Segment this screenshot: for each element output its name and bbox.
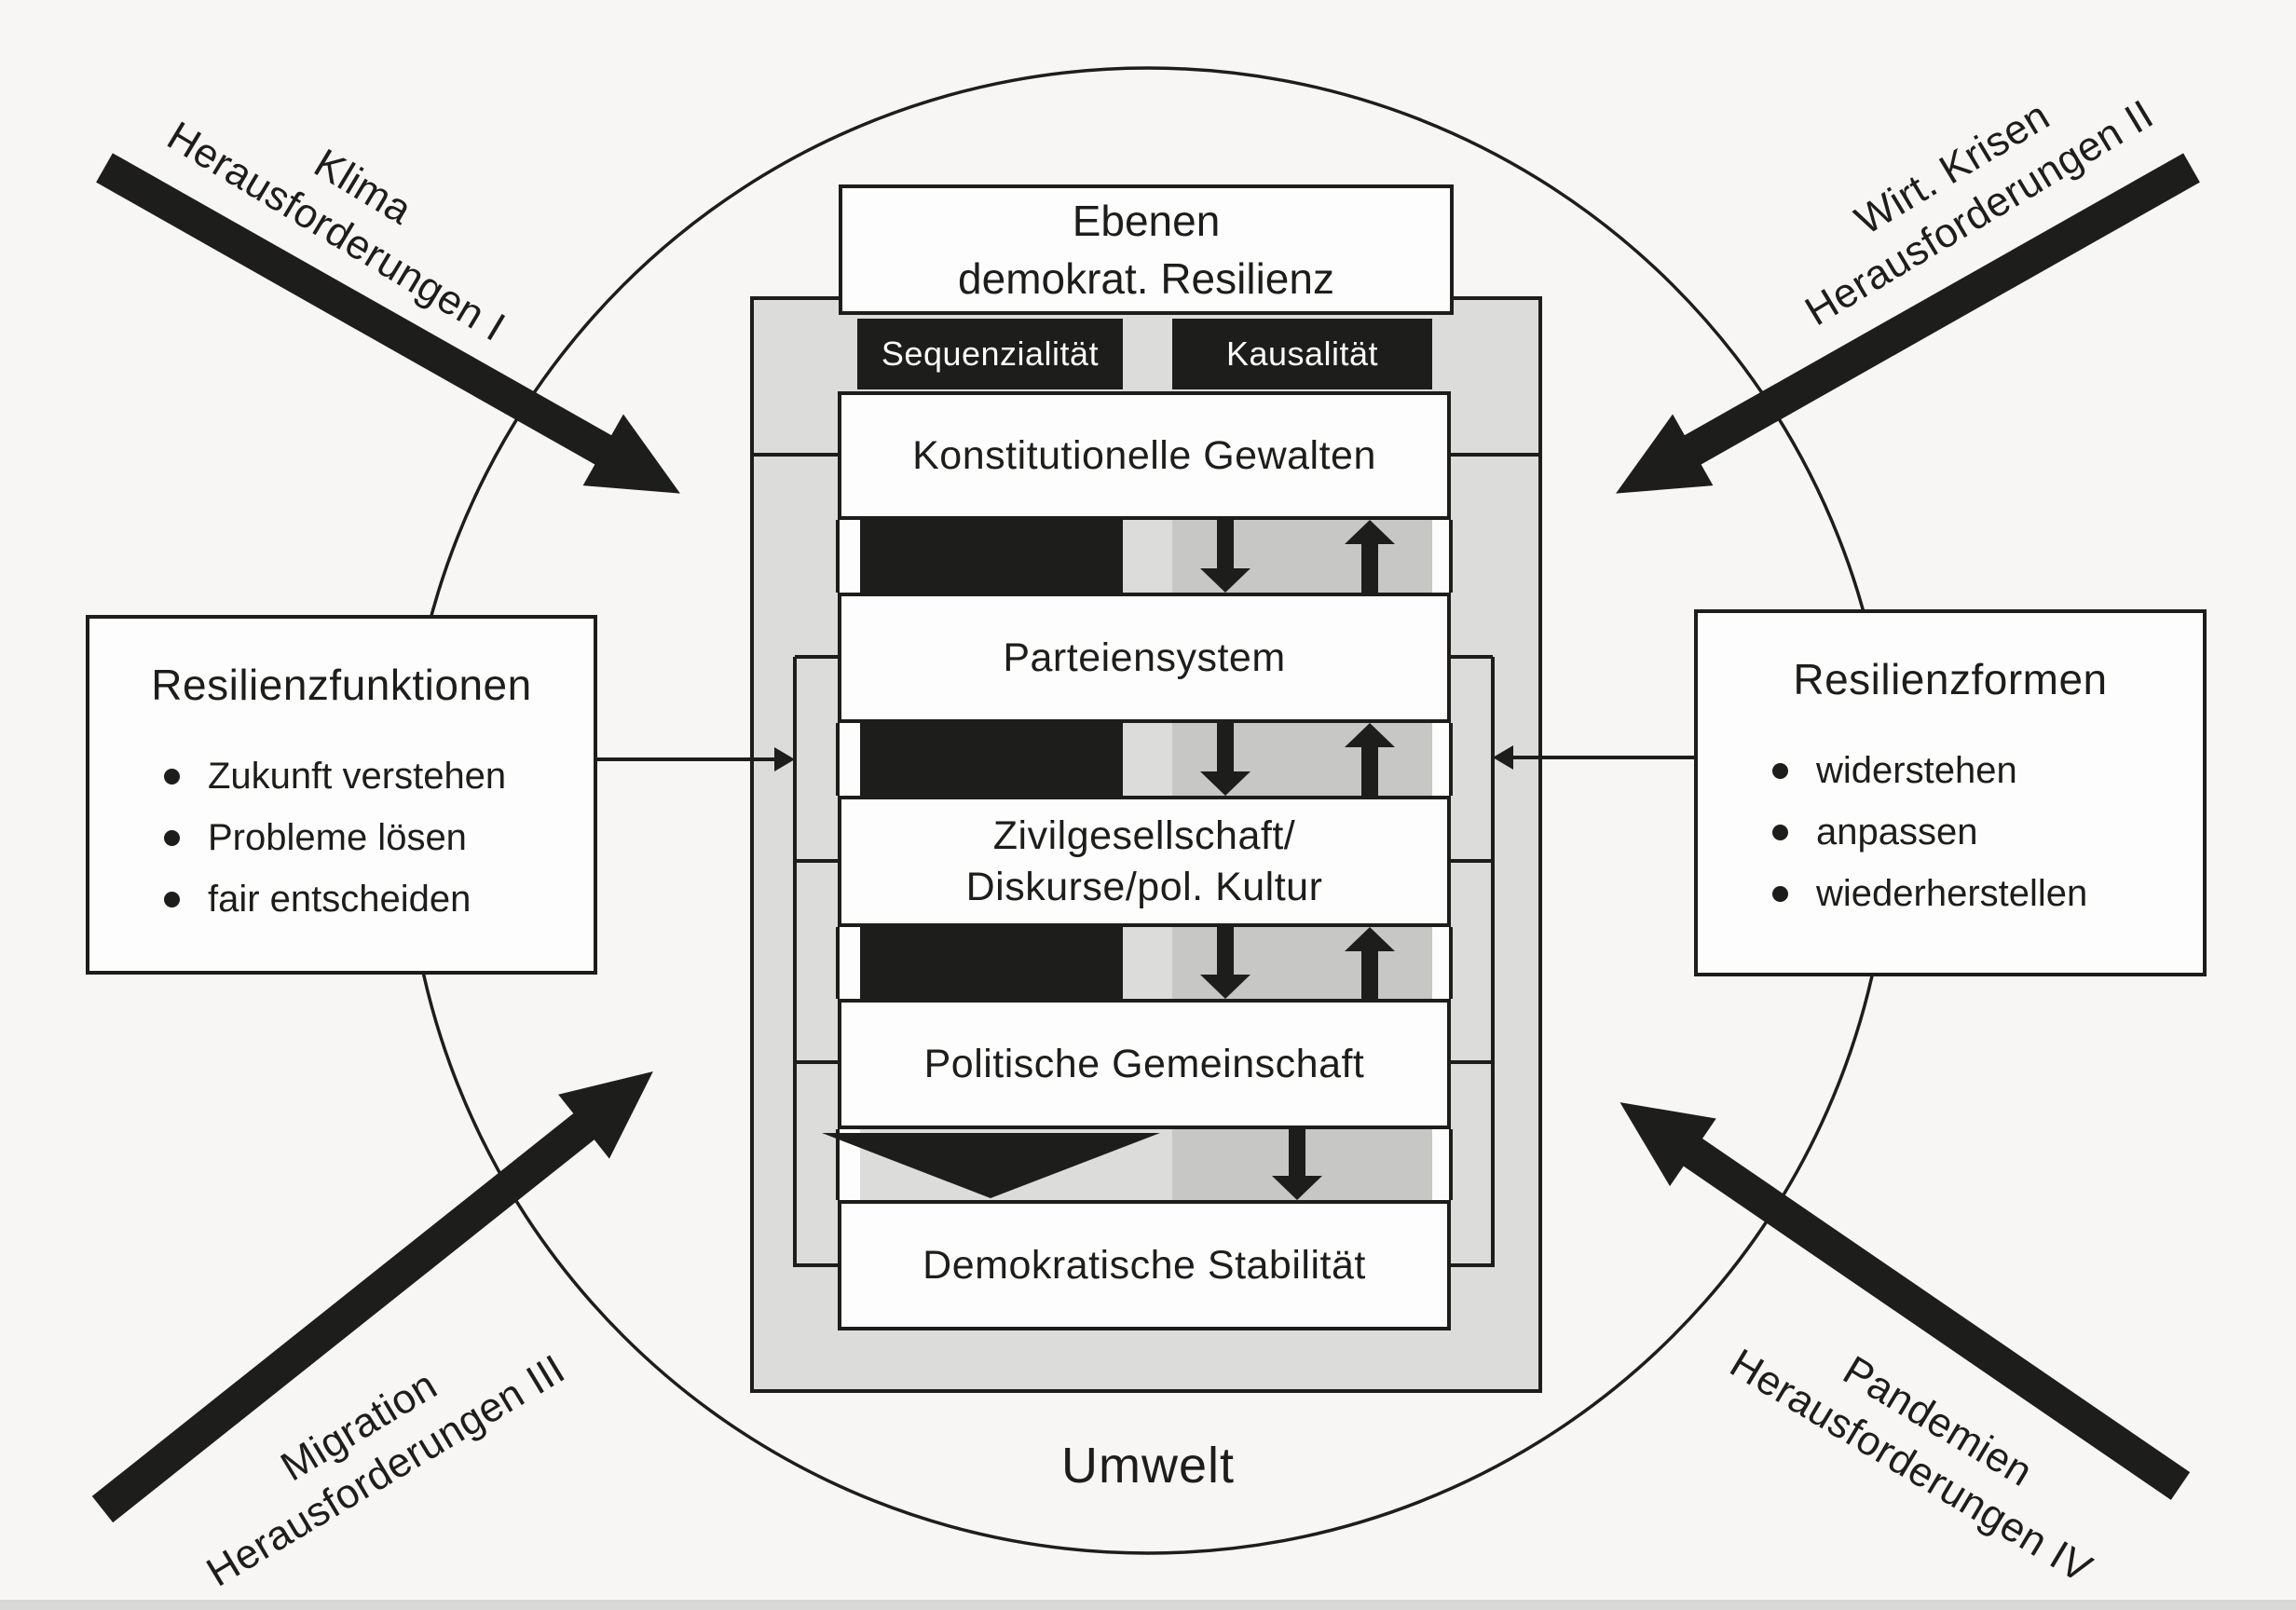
- sequence-band: [860, 520, 1123, 593]
- level-label: Diskurse/pol. Kultur: [965, 864, 1323, 909]
- sequence-band: [860, 927, 1123, 999]
- frame-stub: [1449, 1263, 1493, 1267]
- right-connector-line: [1496, 756, 1698, 759]
- scan-edge: [0, 1600, 2296, 1610]
- list-item-label: Zukunft verstehen: [208, 756, 507, 797]
- frame-stub: [1449, 1060, 1493, 1064]
- sequence-band: [860, 723, 1123, 796]
- bullet-icon: [1772, 824, 1788, 840]
- list-item: widerstehen: [1772, 740, 2203, 801]
- frame-stub: [795, 1263, 840, 1267]
- banner-kausalitaet: Kausalität: [1172, 319, 1432, 389]
- list-item-label: Probleme lösen: [208, 817, 467, 858]
- bullet-icon: [164, 829, 180, 846]
- gap-notch: [1428, 927, 1449, 999]
- banner-label: Sequenzialität: [881, 334, 1100, 373]
- up-arrow-icon: [1345, 520, 1395, 544]
- side-box-title: Resilienzfunktionen: [151, 661, 532, 709]
- list-item-label: widerstehen: [1816, 750, 2017, 791]
- level-box-konstitutionelle-gewalten: Konstitutionelle Gewalten: [838, 391, 1451, 520]
- list-item: anpassen: [1772, 801, 2203, 863]
- bullet-icon: [164, 891, 180, 907]
- up-arrow-icon: [1345, 723, 1395, 747]
- gap-notch: [840, 520, 860, 593]
- list-item: Probleme lösen: [164, 807, 594, 868]
- banner-label: Kausalität: [1225, 334, 1379, 373]
- level-label: Konstitutionelle Gewalten: [912, 432, 1376, 478]
- gap-edge-line: [1449, 927, 1453, 999]
- left-connector-line: [597, 757, 776, 761]
- down-arrow-icon: [1200, 975, 1250, 999]
- list-item: Zukunft verstehen: [164, 745, 594, 807]
- down-arrow-icon: [1200, 771, 1250, 796]
- gap-edge-line: [836, 520, 840, 593]
- right-connector-arrowhead-icon: [1493, 745, 1513, 770]
- gap-notch: [1428, 1129, 1449, 1200]
- up-arrow-icon: [1345, 927, 1395, 951]
- down-arrow-icon: [1217, 927, 1234, 976]
- level-label: Zivilgesellschaft/: [992, 812, 1296, 858]
- frame-stub: [795, 1060, 840, 1064]
- level-box-zivilgesellschaft: Zivilgesellschaft/ Diskurse/pol. Kultur: [838, 796, 1451, 927]
- gap-edge-line: [836, 723, 840, 796]
- gap-edge-line: [836, 927, 840, 999]
- frame-stub: [1449, 655, 1493, 659]
- frame-stub: [750, 453, 840, 457]
- resilienzformen-box: Resilienzformen widerstehen anpassen wie…: [1694, 609, 2207, 976]
- sequence-big-arrow-icon: [822, 1133, 1160, 1198]
- level-label: Demokratische Stabilität: [922, 1242, 1366, 1288]
- frame-stub: [795, 859, 840, 863]
- left-connector-arrowhead-icon: [774, 747, 795, 771]
- level-label: Politische Gemeinschaft: [923, 1041, 1365, 1086]
- frame-line: [1491, 657, 1495, 1267]
- level-label: Parteiensystem: [1003, 634, 1286, 680]
- banner-sequenzialitaet: Sequenzialität: [857, 319, 1123, 389]
- down-arrow-icon: [1200, 568, 1250, 593]
- panel-title-line: demokrat. Resilienz: [958, 254, 1334, 303]
- level-box-demokratische-stabilitaet: Demokratische Stabilität: [838, 1200, 1451, 1330]
- list-item: wiederherstellen: [1772, 863, 2203, 924]
- list-item-label: wiederherstellen: [1816, 873, 2088, 914]
- up-arrow-icon: [1361, 949, 1378, 999]
- up-arrow-icon: [1361, 542, 1378, 593]
- side-box-title: Resilienzformen: [1793, 655, 2108, 703]
- down-arrow-icon: [1272, 1176, 1322, 1200]
- up-arrow-icon: [1361, 745, 1378, 796]
- frame-stub: [1449, 453, 1542, 457]
- frame-stub: [1449, 859, 1493, 863]
- panel-title-box: Ebenen demokrat. Resilienz: [839, 184, 1454, 315]
- frame-stub: [795, 655, 840, 659]
- list-item-label: fair entscheiden: [208, 879, 472, 920]
- frame-line: [793, 657, 797, 1267]
- level-box-politische-gemeinschaft: Politische Gemeinschaft: [838, 999, 1451, 1129]
- gap-notch: [1428, 520, 1449, 593]
- bullet-icon: [164, 768, 180, 785]
- resilienzfunktionen-list: Zukunft verstehen Probleme lösen fair en…: [89, 745, 594, 930]
- gap-edge-line: [1449, 723, 1453, 796]
- down-arrow-icon: [1217, 520, 1234, 570]
- umwelt-label: Umwelt: [1060, 1438, 1235, 1494]
- gap-edge-line: [1449, 520, 1453, 593]
- list-item: fair entscheiden: [164, 868, 594, 930]
- gap-edge-line: [1449, 1129, 1453, 1200]
- panel-title-line: Ebenen: [1072, 197, 1221, 245]
- bullet-icon: [1772, 762, 1788, 779]
- down-arrow-icon: [1289, 1129, 1305, 1178]
- resilienzformen-list: widerstehen anpassen wiederherstellen: [1698, 740, 2203, 924]
- list-item-label: anpassen: [1816, 812, 1978, 853]
- gap-notch: [1428, 723, 1449, 796]
- level-box-parteiensystem: Parteiensystem: [838, 593, 1451, 723]
- down-arrow-icon: [1217, 723, 1234, 773]
- gap-notch: [840, 927, 860, 999]
- resilienzfunktionen-box: Resilienzfunktionen Zukunft verstehen Pr…: [86, 615, 597, 975]
- bullet-icon: [1772, 885, 1788, 902]
- gap-notch: [840, 723, 860, 796]
